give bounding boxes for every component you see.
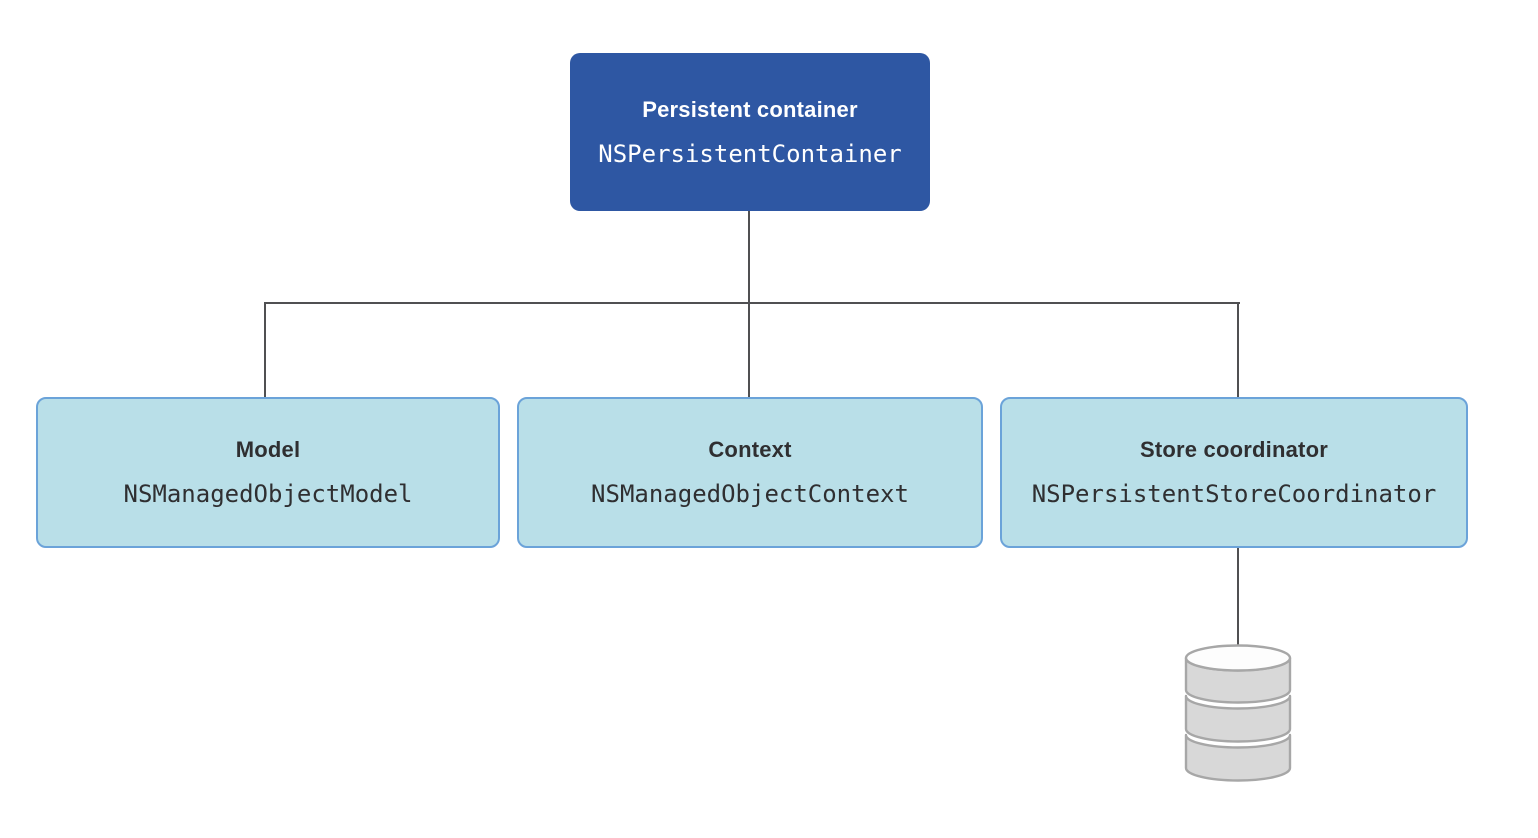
- connector-branch-horizontal: [264, 302, 1240, 304]
- node-context: Context NSManagedObjectContext: [517, 397, 983, 548]
- connector-branch-to-store: [1237, 302, 1239, 398]
- node-title: Persistent container: [642, 96, 858, 122]
- node-model: Model NSManagedObjectModel: [36, 397, 500, 548]
- node-persistent-container: Persistent container NSPersistentContain…: [570, 53, 930, 211]
- node-store-coordinator: Store coordinator NSPersistentStoreCoord…: [1000, 397, 1468, 548]
- node-title: Model: [235, 437, 301, 462]
- node-class-name: NSPersistentStoreCoordinator: [1031, 480, 1437, 508]
- node-title: Context: [708, 437, 792, 462]
- connector-store-to-database: [1237, 548, 1239, 648]
- node-class-name: NSPersistentContainer: [598, 139, 902, 168]
- connector-container-to-branch: [748, 211, 750, 303]
- node-class-name: NSManagedObjectModel: [123, 480, 413, 508]
- connector-branch-to-context: [748, 302, 750, 398]
- database-cylinder-icon: [1184, 644, 1292, 782]
- node-title: Store coordinator: [1140, 437, 1328, 462]
- node-class-name: NSManagedObjectContext: [591, 480, 909, 508]
- connector-branch-to-model: [264, 302, 266, 398]
